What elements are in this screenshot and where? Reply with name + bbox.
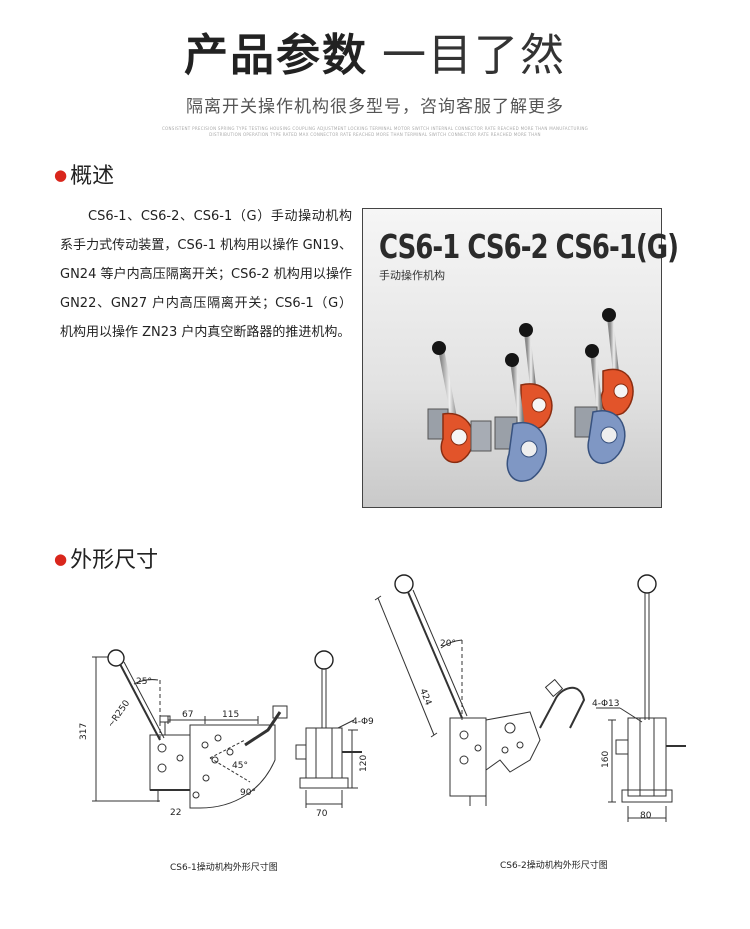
- dimensions-heading-text: 外形尺寸: [70, 548, 159, 573]
- cs62-side-view: 424 20°: [374, 574, 586, 806]
- page-title: 产品参数 一目了然: [0, 28, 750, 84]
- dim-angle-25: 25°: [136, 677, 152, 687]
- bullet-dot-icon: ●: [54, 166, 68, 184]
- dim-angle-90: 90°: [240, 788, 256, 798]
- page-subtitle: 隔离开关操作机构很多型号，咨询客服了解更多: [186, 97, 564, 117]
- mechanism-blue-right: [574, 344, 626, 464]
- page-title-light: 一目了然: [382, 30, 566, 81]
- dim-424: 424: [417, 687, 433, 707]
- cs62-caption: CS6-2操动机构外形尺寸图: [500, 861, 608, 871]
- mechanism-orange-right: [600, 308, 634, 416]
- product-photo-subtitle: 手动操作机构: [379, 269, 445, 282]
- dim-r250: ~R250: [106, 698, 132, 729]
- cs62-front-view: 80 160 4-Φ13: [592, 574, 686, 822]
- mechanism-orange-left: [427, 341, 492, 464]
- cs61-side-view: 317 ~R250 25° 22 45° 90°: [79, 649, 288, 818]
- overview-paragraph: CS6-1、CS6-2、CS6-1（G）手动操动机构系手力式传动装置，CS6-1…: [60, 209, 352, 340]
- dim-67: 67: [182, 710, 193, 720]
- decorative-fine-print: CONSISTENT PRECISION SPRING TYPE TESTING…: [161, 126, 589, 137]
- operating-mechanisms-illustration: [427, 308, 634, 482]
- cs61-caption: CS6-1操动机构外形尺寸图: [170, 863, 278, 873]
- dim-holes-9: 4-Φ9: [352, 717, 374, 727]
- mechanism-blue-center: [494, 353, 547, 482]
- product-photo-title: CS6-1 CS6-2 CS6-1(G): [379, 229, 679, 267]
- overview-heading-text: 概述: [70, 164, 115, 189]
- page-title-bold: 产品参数: [184, 30, 368, 81]
- dim-120: 120: [359, 755, 369, 772]
- dim-angle-45: 45°: [232, 761, 248, 771]
- dim-22: 22: [170, 808, 181, 818]
- dim-317: 317: [79, 723, 89, 740]
- dim-holes-13: 4-Φ13: [592, 699, 620, 709]
- bullet-dot-icon: ●: [54, 550, 68, 568]
- dim-115: 115: [222, 710, 239, 720]
- dimensions-heading: ●外形尺寸: [54, 542, 158, 574]
- overview-heading: ●概述: [54, 158, 114, 190]
- mechanism-orange-center: [518, 323, 553, 430]
- dim-angle-20: 20°: [440, 639, 456, 649]
- dim-160: 160: [601, 751, 611, 768]
- cs61-front-view: 70 120 4-Φ9: [295, 650, 374, 819]
- product-photo: CS6-1 CS6-2 CS6-1(G) 手动操作机构: [362, 208, 679, 508]
- dim-80: 80: [640, 811, 652, 821]
- dim-70: 70: [316, 809, 328, 819]
